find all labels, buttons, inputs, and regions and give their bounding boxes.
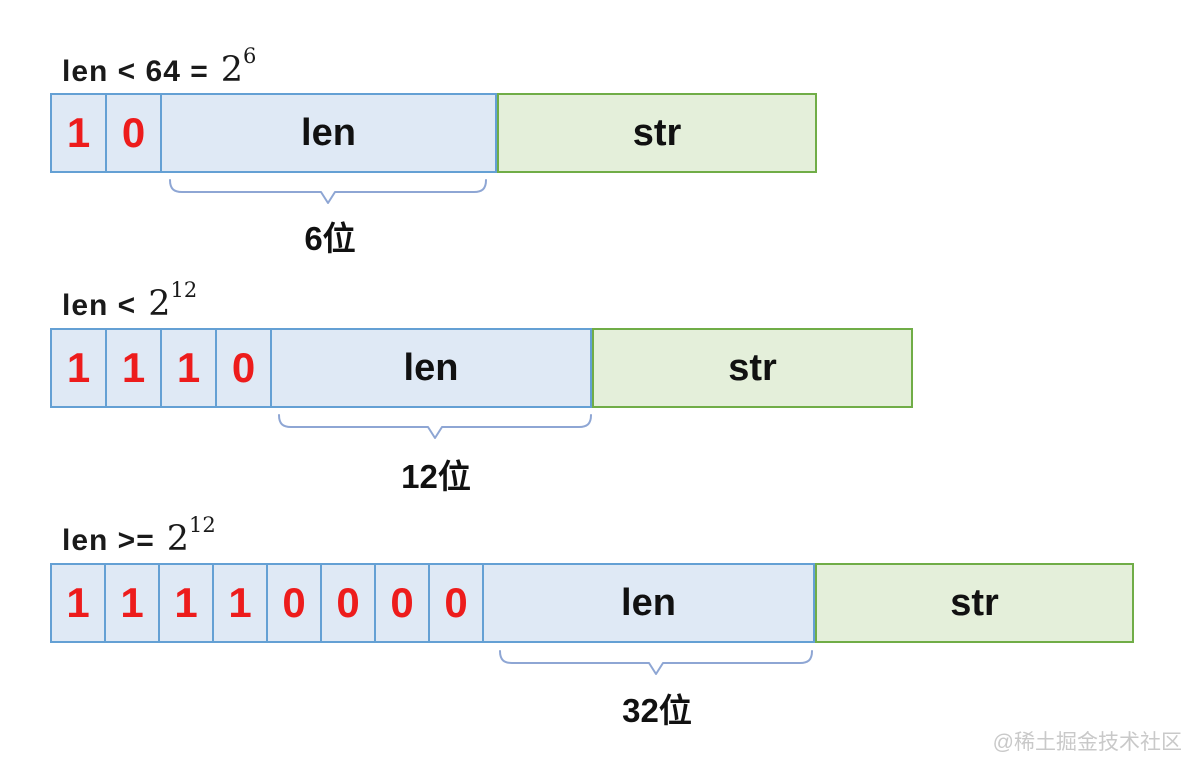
row3-bit-width-label: 32位	[622, 692, 692, 729]
row3-header-bits-and-len: 1 1 1 1 0 0 0 0 len	[50, 563, 815, 643]
bit-cell: 1	[52, 565, 106, 641]
row2-heading: len < 212	[62, 278, 197, 324]
row3-heading-power: 212	[166, 513, 216, 559]
power-exponent: 12	[170, 278, 198, 302]
bit-cell: 0	[268, 565, 322, 641]
power-base: 2	[220, 50, 244, 90]
row1-heading-power: 26	[220, 44, 257, 90]
underbrace-icon	[278, 414, 592, 439]
bit-cell: 1	[107, 330, 162, 406]
bit-cell: 1	[106, 565, 160, 641]
bit-cell: 1	[214, 565, 268, 641]
str-field: str	[497, 93, 817, 173]
power-base: 2	[148, 284, 171, 324]
str-field: str	[815, 563, 1134, 643]
bit-cell: 0	[430, 565, 484, 641]
row2-heading-power: 212	[148, 278, 197, 324]
row3-heading-text: len >=	[62, 524, 155, 557]
bit-cell: 0	[217, 330, 272, 406]
bit-cell: 1	[162, 330, 217, 406]
power-exponent: 6	[243, 44, 257, 68]
bit-cell: 1	[52, 330, 107, 406]
len-field: len	[621, 581, 676, 624]
row2-bit-width-label: 12位	[401, 458, 471, 495]
len-field: len	[301, 111, 356, 154]
len-field: len	[403, 346, 459, 389]
row3-boxes: 1 1 1 1 0 0 0 0 len str	[50, 563, 1134, 643]
row1-heading-text: len < 64 =	[62, 55, 209, 88]
underbrace-icon	[169, 179, 487, 204]
row1-boxes: 1 0 len str	[50, 93, 817, 173]
power-exponent: 12	[189, 513, 216, 537]
bit-cell: 0	[107, 95, 162, 171]
row2-heading-text: len <	[62, 289, 137, 322]
bit-cell: 0	[376, 565, 430, 641]
row2-boxes: 1 1 1 0 len str	[50, 328, 913, 408]
underbrace-icon	[499, 650, 813, 675]
row2-header-bits-and-len: 1 1 1 0 len	[50, 328, 592, 408]
watermark: @稀土掘金技术社区	[992, 731, 1182, 754]
row1-heading: len < 64 = 26	[62, 44, 256, 90]
str-field: str	[592, 328, 913, 408]
row1-header-bits-and-len: 1 0 len	[50, 93, 497, 173]
power-base: 2	[166, 519, 189, 559]
row3-heading: len >= 212	[62, 513, 216, 559]
bit-cell: 0	[322, 565, 376, 641]
row1-bit-width-label: 6位	[304, 220, 356, 257]
bit-cell: 1	[52, 95, 107, 171]
bit-cell: 1	[160, 565, 214, 641]
